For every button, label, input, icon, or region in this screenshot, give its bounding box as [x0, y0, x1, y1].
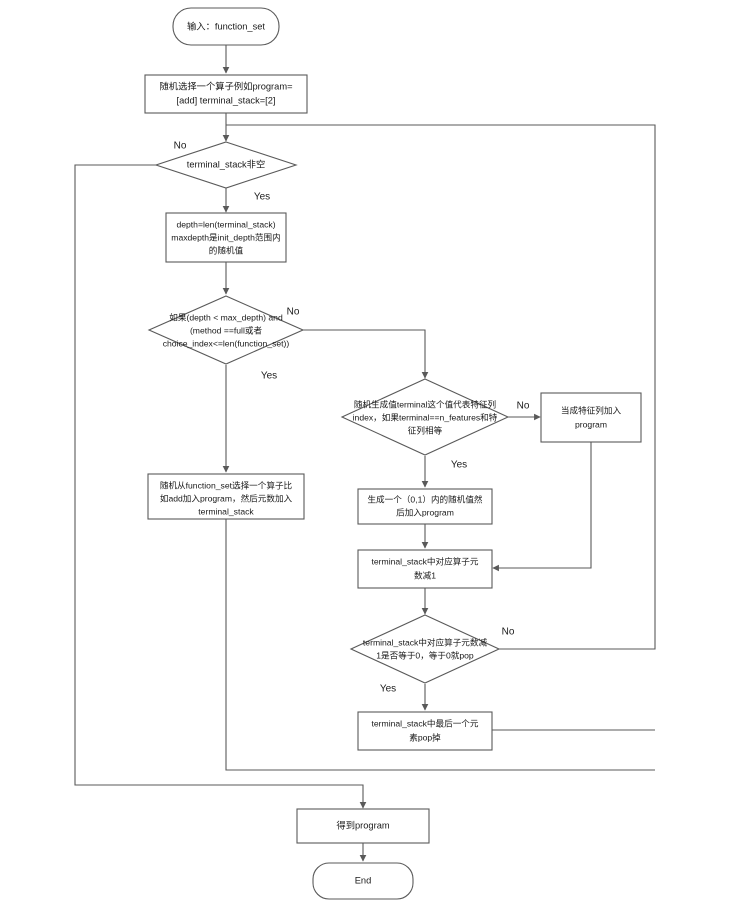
add-feature-col-shape [540, 392, 642, 443]
node-depth-calc[interactable]: depth=len(terminal_stack) maxdepth是init_… [165, 212, 287, 263]
pick-function-line2: 如add加入program，然后元数加入 [160, 492, 293, 503]
edge-depthcheck-no-to-terminalcheck [303, 329, 429, 379]
add-feature-col-line1: 当成特征列加入 [561, 404, 622, 415]
terminal-check-line3: 征列相等 [408, 424, 443, 435]
decrement-shape [357, 549, 493, 589]
pick-function-shape [147, 473, 305, 520]
start-label: 输入：function_set [187, 20, 265, 31]
edge-pick-to-bottomrail [225, 519, 655, 771]
depth-check-shape [147, 295, 305, 365]
edge-label-depth-yes: Yes [261, 371, 277, 382]
terminal-check-line1: 随机生成值terminal这个值代表特征列 [354, 398, 496, 409]
edge-label-stack-no: No [174, 141, 187, 152]
decrement-line2: 数减1 [414, 569, 436, 580]
terminal-check-shape [340, 378, 510, 456]
zero-check-line2: 1是否等于0，等于0就pop [376, 649, 474, 660]
zero-check-line1: terminal_stack中对应算子元数减 [363, 636, 488, 647]
node-zero-check[interactable]: terminal_stack中对应算子元数减 1是否等于0，等于0就pop [349, 614, 501, 684]
result-shape [296, 808, 430, 844]
depth-check-line3: choice_index<=len(function_set)) [163, 338, 290, 348]
init-program-shape [144, 74, 308, 114]
depth-check-line2: (method ==full或者 [190, 324, 263, 335]
edge-stackcheck-no-to-result [74, 164, 367, 809]
edge-label-terminal-no: No [517, 401, 530, 412]
edge-label-zero-yes: Yes [380, 684, 396, 695]
node-end[interactable]: End [312, 862, 414, 900]
depth-check-line1: 如果(depth < max_depth) and [169, 311, 283, 322]
edge-zerocheck-no-to-loop [226, 124, 656, 650]
edge-label-terminal-yes: Yes [451, 460, 467, 471]
pop-last-shape [357, 711, 493, 751]
pick-function-line1: 随机从function_set选择一个算子比 [160, 479, 293, 490]
edge-label-stack-yes: Yes [254, 192, 270, 203]
decrement-line1: terminal_stack中对应算子元 [372, 555, 479, 566]
node-depth-check[interactable]: 如果(depth < max_depth) and (method ==full… [147, 295, 305, 365]
stack-not-empty-shape [154, 141, 298, 189]
gen-random-line2: 后加入program [396, 507, 454, 517]
end-shape [312, 862, 414, 900]
node-decrement[interactable]: terminal_stack中对应算子元 数减1 [357, 549, 493, 589]
edge-label-depth-no: No [287, 307, 300, 318]
node-pop-last[interactable]: terminal_stack中最后一个元 素pop掉 [357, 711, 493, 751]
end-label: End [355, 875, 372, 885]
edge-label-zero-no: No [502, 627, 515, 638]
edge-labels-layer: No Yes No Yes No Yes No Yes [174, 141, 530, 695]
terminal-check-line2: index，如果terminal==n_features和特 [353, 411, 498, 422]
depth-calc-line2: maxdepth是init_depth范围内 [171, 231, 280, 242]
add-feature-col-line2: program [575, 419, 607, 429]
node-add-feature-col[interactable]: 当成特征列加入 program [540, 392, 642, 443]
edges-layer [74, 45, 656, 862]
node-pick-function[interactable]: 随机从function_set选择一个算子比 如add加入program，然后元… [147, 473, 305, 520]
pop-last-line2: 素pop掉 [409, 731, 441, 742]
init-program-line2: [add] terminal_stack=[2] [177, 95, 276, 105]
pick-function-line3: terminal_stack [198, 506, 254, 516]
pop-last-line1: terminal_stack中最后一个元 [372, 717, 479, 728]
result-label: 得到program [336, 819, 389, 830]
node-result[interactable]: 得到program [296, 808, 430, 844]
depth-calc-shape [165, 212, 287, 263]
init-program-line1: 随机选择一个算子例如program= [159, 80, 292, 91]
node-terminal-check[interactable]: 随机生成值terminal这个值代表特征列 index，如果terminal==… [340, 378, 510, 456]
start-shape [172, 7, 280, 46]
gen-random-line1: 生成一个（0,1）内的随机值然 [367, 493, 482, 504]
node-start[interactable]: 输入：function_set [172, 7, 280, 46]
depth-calc-line1: depth=len(terminal_stack) [176, 219, 275, 229]
stack-not-empty-label: terminal_stack非空 [187, 158, 266, 169]
zero-check-shape [349, 614, 501, 684]
depth-calc-line3: 的随机值 [209, 244, 244, 255]
edge-featurecol-to-decrement [492, 442, 592, 572]
node-init-program[interactable]: 随机选择一个算子例如program= [add] terminal_stack=… [144, 74, 308, 114]
node-gen-random[interactable]: 生成一个（0,1）内的随机值然 后加入program [357, 488, 493, 525]
node-stack-not-empty[interactable]: terminal_stack非空 [154, 141, 298, 189]
gen-random-shape [357, 488, 493, 525]
